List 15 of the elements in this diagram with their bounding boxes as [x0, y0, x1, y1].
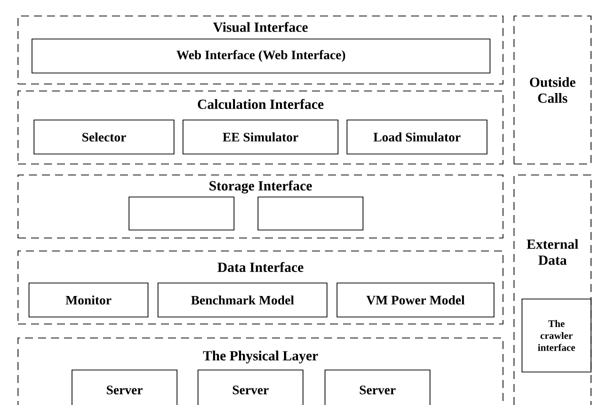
component-box: Selector	[34, 120, 174, 154]
layer-panel: Storage Interface	[18, 174, 504, 238]
component-box: Load Simulator	[346, 120, 488, 154]
component-box: Server	[198, 370, 304, 405]
component-box: Web Interface (Web Interface)	[32, 38, 490, 74]
component-box: VM Power Model	[336, 282, 494, 318]
component-box: The crawler interface	[522, 298, 592, 372]
empty-box	[258, 196, 364, 230]
component-box: Server	[324, 370, 430, 405]
empty-box	[128, 196, 234, 230]
layer-panel: Outside Calls	[514, 16, 592, 164]
component-box: Monitor	[28, 282, 148, 318]
component-box: EE Simulator	[182, 120, 338, 154]
component-box: Server	[72, 370, 178, 405]
component-box: Benchmark Model	[158, 282, 328, 318]
